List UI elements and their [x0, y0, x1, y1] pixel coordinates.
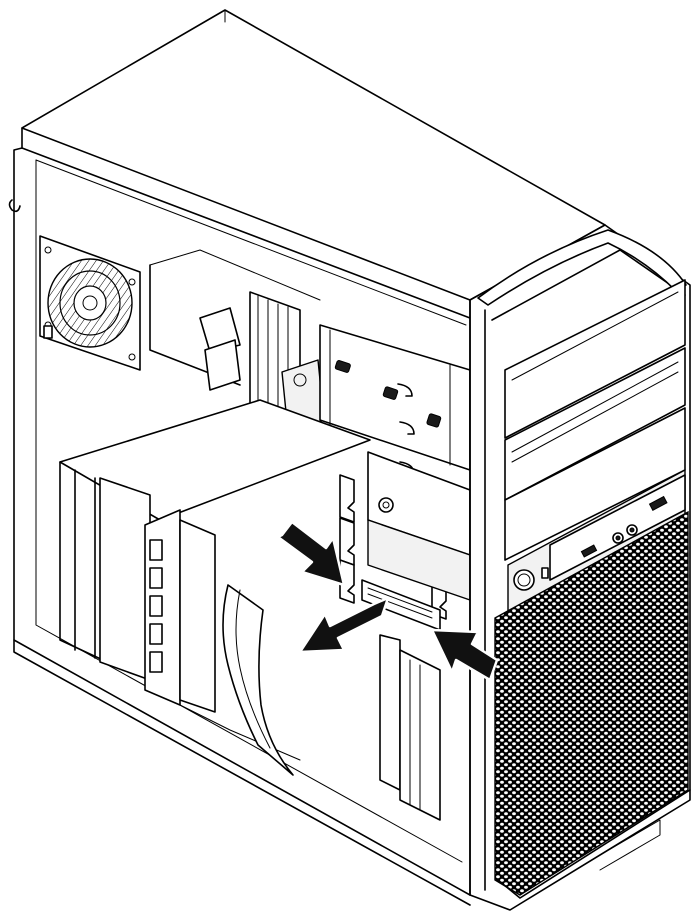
chassis-top-panel: [21, 9, 606, 301]
chassis-shell: [8, 9, 606, 906]
rear-fan: [39, 235, 141, 371]
power-supply-unit: [149, 249, 321, 391]
optical-drive-1: [504, 279, 686, 439]
hard-disk-drive: [361, 451, 471, 631]
chassis-bottom-edge: [13, 639, 471, 906]
front-mesh-grille: [494, 510, 689, 896]
upper-drive-cage: [319, 324, 471, 475]
rear-cable-clip: [8, 199, 21, 213]
front-bezel: [469, 224, 691, 911]
lower-fan-duct: [59, 399, 371, 761]
arrow-pointing-down-right-icon: [276, 520, 346, 587]
arrow-pointing-down-left-icon: [298, 596, 390, 654]
optical-drive-2: [504, 347, 686, 501]
power-button-icon: [513, 567, 549, 591]
bezel-foot: [497, 789, 691, 899]
arrow-pointing-left-icon: [430, 628, 499, 682]
chassis-inner-frame: [35, 159, 463, 863]
chassis-rear-edge: [13, 147, 471, 896]
lower-drive-rails: [379, 634, 441, 821]
flat-cable: [222, 584, 294, 776]
